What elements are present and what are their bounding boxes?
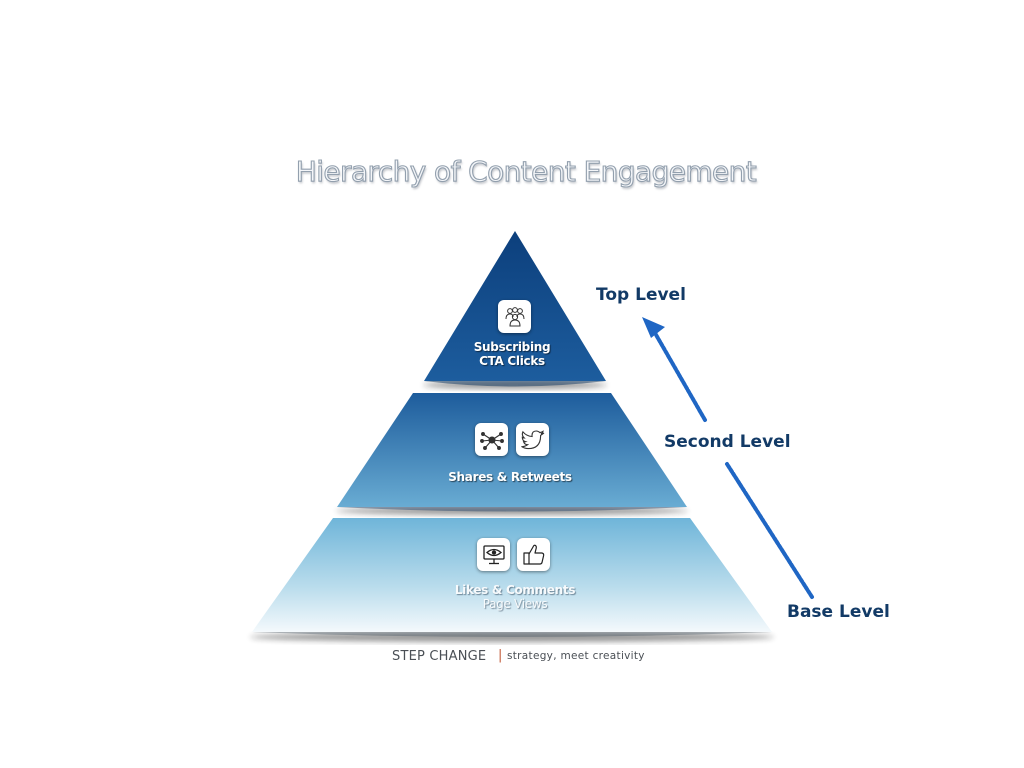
diagram-title: Hierarchy of Content Engagement	[295, 154, 757, 188]
tier-base-line2: Page Views	[482, 597, 548, 611]
eye-monitor-icon	[477, 538, 510, 571]
brand-separator: |	[498, 648, 503, 663]
level-label-second: Second Level	[664, 432, 791, 452]
brand-logo-text: STEP CHANGE	[392, 649, 487, 664]
tier-middle-label: Shares & Retweets	[448, 470, 572, 484]
tier-base-label: Likes & Comments Page Views	[435, 583, 595, 611]
tier-top-line2: CTA Clicks	[479, 354, 545, 368]
arrow-head	[642, 317, 665, 338]
level-label-top: Top Level	[596, 285, 686, 305]
thumbs-up-icon	[517, 538, 550, 571]
level-label-base: Base Level	[787, 602, 890, 622]
share-network-icon	[475, 423, 508, 456]
tier-top-line1: Subscribing	[473, 340, 551, 354]
brand-tagline: strategy, meet creativity	[507, 650, 645, 662]
upward-arrow	[653, 331, 814, 599]
twitter-bird-icon	[516, 423, 549, 456]
pyramid-tier-base	[252, 518, 772, 632]
pyramid-tier-middle	[337, 393, 687, 507]
tier-base-line1: Likes & Comments	[454, 583, 576, 597]
users-group-icon	[498, 300, 531, 333]
tier-top-label: Subscribing CTA Clicks	[452, 340, 572, 368]
